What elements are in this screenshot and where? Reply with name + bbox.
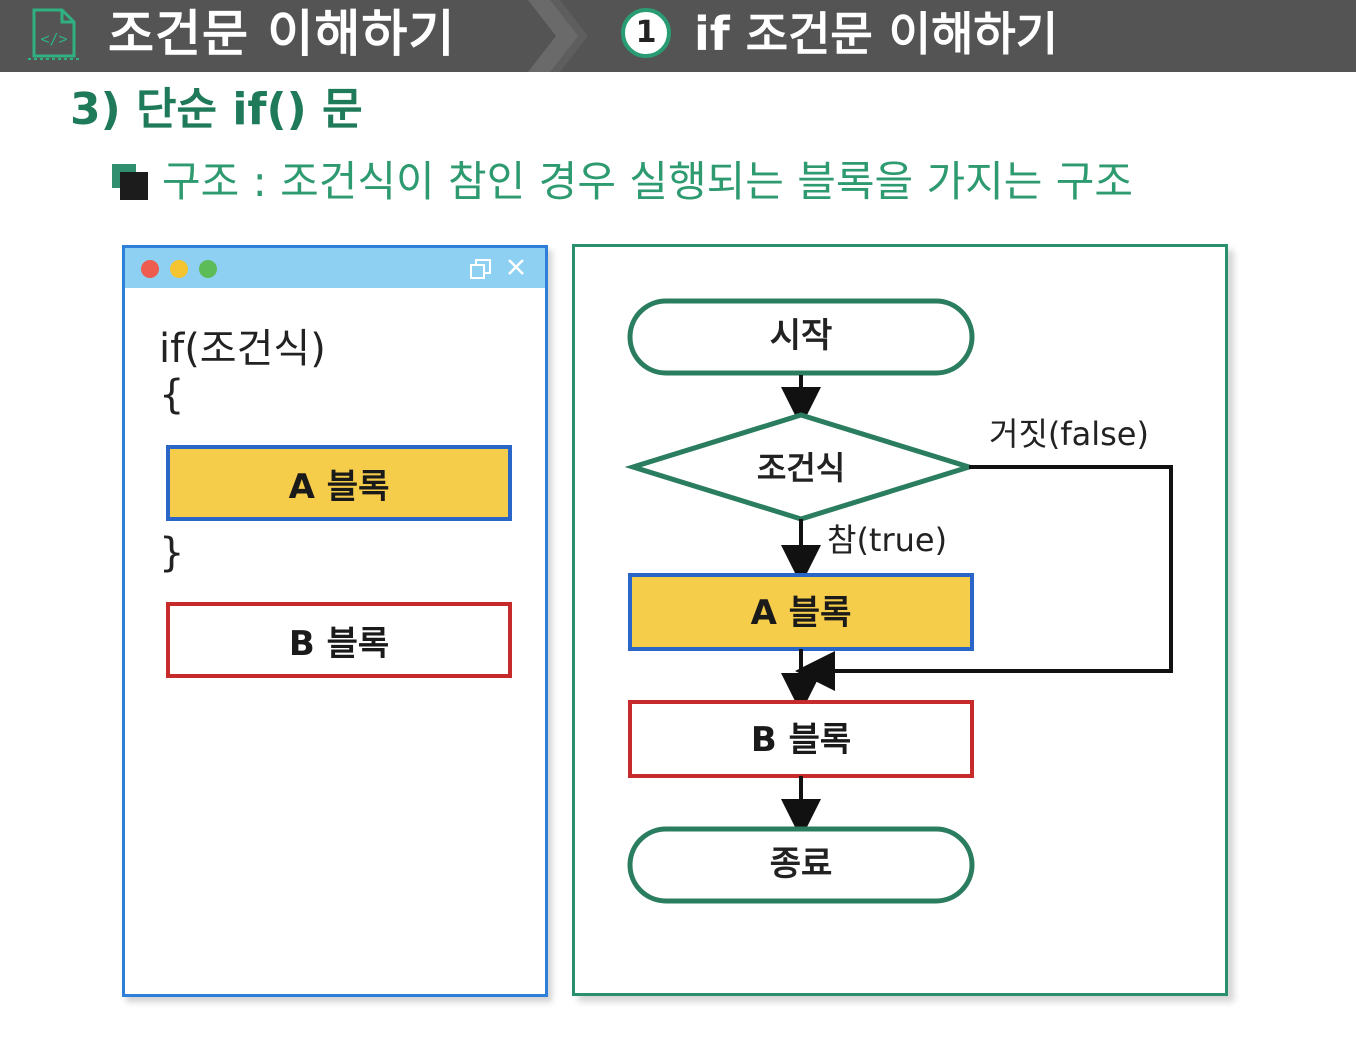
flow-false-path (795, 465, 1173, 691)
flowchart: 시작 조건식 거짓(false) 참(true) A 블록 B 블록 종료 (624, 298, 1173, 904)
flow-block-b (628, 700, 974, 778)
flow-true-label: 참(true) (827, 521, 947, 559)
code-block-a-label: A 블록 (288, 466, 390, 507)
flow-block-a (628, 573, 974, 651)
code-block-b: B 블록 (166, 602, 512, 678)
code-block-b-label: B 블록 (288, 623, 390, 664)
step-number-badge: 1 (621, 8, 671, 58)
flow-end-label: 종료 (770, 844, 833, 884)
code-window: if(조건식) { A 블록 } B 블록 (122, 245, 548, 997)
code-open-brace: { (159, 372, 185, 418)
header-bar: </> 조건문 이해하기 1 if 조건문 이해하기 (0, 0, 1356, 72)
flow-block-a-label: A 블록 (751, 593, 852, 633)
restore-window-icon[interactable] (469, 258, 493, 280)
flow-start-label: 시작 (770, 316, 833, 356)
code-block-a: A 블록 (166, 445, 512, 521)
flow-end-terminal (627, 826, 975, 904)
flowchart-panel: 시작 조건식 거짓(false) 참(true) A 블록 B 블록 종료 (572, 244, 1228, 996)
page-subtitle: if 조건문 이해하기 (694, 7, 1059, 61)
code-file-icon-label: </> (40, 30, 67, 48)
code-file-icon: </> (28, 8, 80, 60)
flow-start-terminal (627, 298, 975, 376)
window-maximize-dot[interactable] (199, 260, 217, 278)
chevron-right-icon (528, 0, 588, 72)
code-close-brace: } (159, 530, 185, 576)
flow-false-label: 거짓(false) (989, 415, 1149, 453)
section-heading: 3) 단순 if() 문 (70, 84, 363, 135)
flow-condition-label: 조건식 (757, 449, 845, 487)
close-icon[interactable] (505, 256, 527, 278)
window-titlebar (125, 248, 545, 288)
structure-description: 구조 : 조건식이 참인 경우 실행되는 블록을 가지는 구조 (162, 157, 1134, 206)
flow-block-b-label: B 블록 (751, 720, 851, 760)
code-if-line: if(조건식) (159, 326, 326, 372)
page-title: 조건문 이해하기 (108, 5, 456, 63)
bullet-square-icon (112, 164, 152, 204)
window-close-dot[interactable] (141, 260, 159, 278)
window-minimize-dot[interactable] (170, 260, 188, 278)
